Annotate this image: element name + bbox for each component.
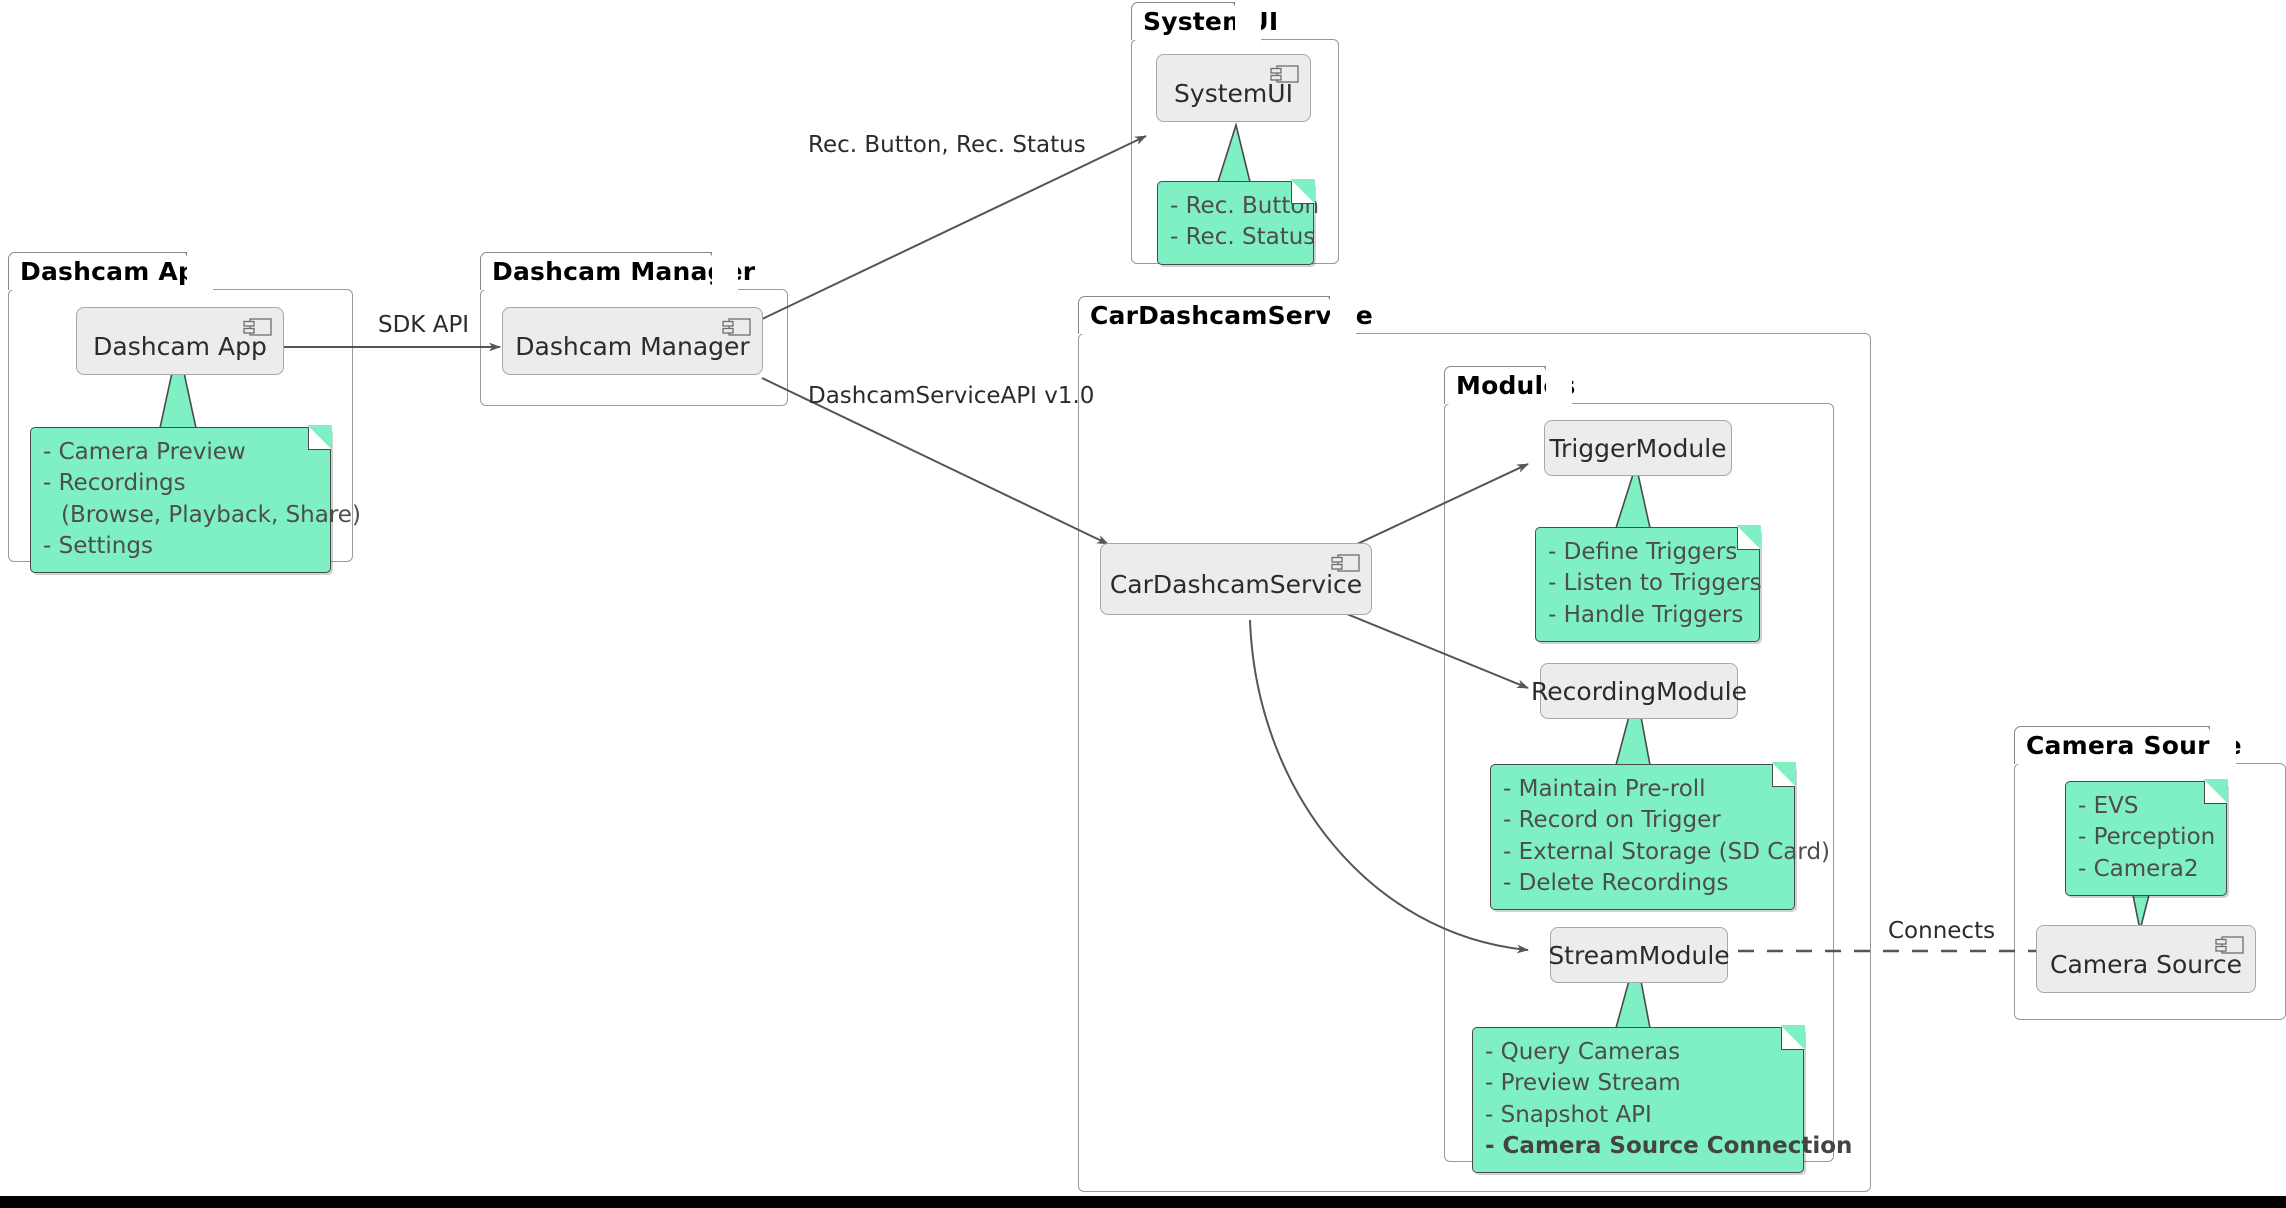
note-line: - Camera2 xyxy=(2078,855,2199,882)
edge-service-recordingmodule xyxy=(1341,611,1529,689)
uml-component-icon xyxy=(1270,65,1299,83)
component-camera-source[interactable]: Camera Source xyxy=(2036,925,2256,993)
note-fold-corner xyxy=(307,425,332,450)
component-recording-module-label: RecordingModule xyxy=(1531,676,1747,706)
edge-service-streammodule xyxy=(1249,619,1529,954)
note-line: - Maintain Pre-roll xyxy=(1503,776,1706,802)
package-system-ui-title: SystemUI xyxy=(1131,2,1278,40)
component-car-dashcam-service[interactable]: CarDashcamService xyxy=(1100,543,1372,615)
package-car-dashcam-service-title: CarDashcamService xyxy=(1078,296,1373,334)
component-system-ui[interactable]: SystemUI xyxy=(1156,54,1311,122)
bottom-bar xyxy=(0,1196,2286,1208)
note-line: - Delete Recordings xyxy=(1503,869,1729,896)
note-trigger-module: - Define Triggers - Listen to Triggers -… xyxy=(1535,525,1762,642)
component-stream-module[interactable]: StreamModule xyxy=(1548,927,1730,983)
package-modules-title: Modules xyxy=(1444,366,1575,404)
note-fold-corner xyxy=(1736,525,1761,550)
note-dashcam-app: - Camera Preview - Recordings (Browse, P… xyxy=(30,425,361,574)
note-fold-corner xyxy=(1771,762,1796,787)
note-line: - Define Triggers xyxy=(1548,539,1738,565)
note-line: - External Storage (SD Card) xyxy=(1503,838,1831,865)
component-dashcam-app[interactable]: Dashcam App xyxy=(76,307,284,375)
note-camera-source: - EVS - Perception - Camera2 xyxy=(2065,779,2228,896)
edge-label-sdk-api: SDK API xyxy=(378,312,470,338)
note-fold-corner xyxy=(1780,1025,1805,1050)
edge-service-triggermodule xyxy=(1339,463,1529,553)
note-line: (Browse, Playback, Share) xyxy=(61,501,361,528)
uml-component-icon xyxy=(2215,936,2244,954)
component-dashcam-manager-label: Dashcam Manager xyxy=(515,331,750,361)
package-title-label: Dashcam App xyxy=(20,257,215,286)
package-title-label: Dashcam Manager xyxy=(492,257,756,286)
edge-rec-button-status xyxy=(759,135,1147,321)
component-stream-module-label: StreamModule xyxy=(1548,940,1730,970)
note-recording-module: - Maintain Pre-roll - Record on Trigger … xyxy=(1490,762,1831,911)
note-line: - Query Cameras xyxy=(1485,1039,1681,1065)
edge-label-dashcamserviceapi: DashcamServiceAPI v1.0 xyxy=(808,383,1095,409)
package-dashcam-app-title: Dashcam App xyxy=(8,252,215,290)
note-fold-corner xyxy=(2203,779,2228,804)
uml-component-icon xyxy=(243,318,272,336)
note-line: - Snapshot API xyxy=(1485,1101,1652,1128)
package-title-label: Camera Source xyxy=(2026,731,2242,760)
component-trigger-module[interactable]: TriggerModule xyxy=(1544,420,1732,476)
note-line: - Recordings xyxy=(43,470,186,497)
note-anchor-system-ui xyxy=(1216,122,1252,183)
package-title-label: CarDashcamService xyxy=(1090,301,1373,330)
note-system-ui: - Rec. Button - Rec. Status xyxy=(1157,179,1320,265)
note-line: - Camera Source Connection xyxy=(1485,1132,1853,1159)
note-line: - EVS xyxy=(2078,793,2139,819)
note-line: - Record on Trigger xyxy=(1503,807,1721,834)
note-line: - Handle Triggers xyxy=(1548,601,1744,628)
note-line: - Listen to Triggers xyxy=(1548,570,1762,597)
note-fold-corner xyxy=(1290,179,1315,204)
note-line: - Rec. Status xyxy=(1170,224,1316,251)
component-dashcam-app-label: Dashcam App xyxy=(93,331,267,361)
component-system-ui-label: SystemUI xyxy=(1174,78,1293,108)
component-dashcam-manager[interactable]: Dashcam Manager xyxy=(502,307,763,375)
edge-label-connects: Connects xyxy=(1888,918,1996,944)
note-line: - Preview Stream xyxy=(1485,1070,1681,1097)
note-stream-module: - Query Cameras - Preview Stream - Snaps… xyxy=(1472,1025,1853,1174)
uml-component-icon xyxy=(1331,554,1360,572)
note-line: - Settings xyxy=(43,532,153,559)
note-line: - Rec. Button xyxy=(1170,193,1320,219)
note-line: - Camera Preview xyxy=(43,439,246,465)
edge-label-rec-button-status: Rec. Button, Rec. Status xyxy=(808,132,1086,158)
uml-component-icon xyxy=(722,318,751,336)
component-trigger-module-label: TriggerModule xyxy=(1549,433,1727,463)
component-camera-source-label: Camera Source xyxy=(2050,949,2242,979)
component-recording-module[interactable]: RecordingModule xyxy=(1531,663,1747,719)
package-title-label: Modules xyxy=(1456,371,1576,400)
edge-dashcamserviceapi xyxy=(761,377,1109,545)
note-line: - Perception xyxy=(2078,824,2216,851)
component-car-dashcam-service-label: CarDashcamService xyxy=(1109,569,1363,599)
package-dashcam-manager-title: Dashcam Manager xyxy=(480,252,755,290)
package-camera-source-title: Camera Source xyxy=(2014,726,2242,764)
package-title-label: SystemUI xyxy=(1143,7,1279,36)
